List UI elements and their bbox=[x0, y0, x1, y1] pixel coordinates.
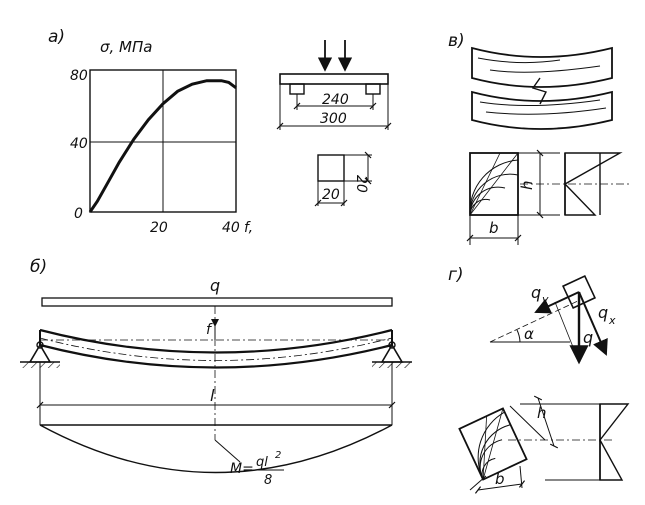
section-width-b: b bbox=[489, 219, 499, 237]
crack bbox=[531, 77, 547, 105]
rotated-section-height-h: h bbox=[537, 404, 547, 422]
specimen-setup: 240 300 20 20 bbox=[276, 40, 392, 207]
section-height-20: 20 bbox=[353, 175, 369, 193]
section-height-h: h bbox=[518, 180, 536, 190]
force-q-label: q bbox=[583, 328, 593, 347]
y-tick-0: 0 bbox=[74, 206, 83, 222]
stress-curve bbox=[88, 79, 237, 213]
panel-v-label: в) bbox=[448, 31, 465, 51]
moment-formula: M= ql 2 8 bbox=[230, 450, 284, 488]
panel-a-label: а) bbox=[48, 27, 65, 47]
fractured-beam-top bbox=[471, 46, 613, 88]
stress-g-bottom bbox=[599, 439, 624, 481]
section-width-20: 20 bbox=[322, 187, 340, 203]
y-tick-40: 40 bbox=[70, 136, 88, 152]
y-tick-80: 80 bbox=[70, 68, 88, 84]
span-label-l: l bbox=[210, 386, 215, 405]
distributed-load bbox=[41, 297, 393, 307]
force-qy-arrow bbox=[534, 291, 580, 314]
rotated-wood-section bbox=[458, 407, 528, 481]
moment-formula-denominator: 8 bbox=[264, 473, 272, 488]
force-qy-sub: y bbox=[541, 293, 549, 306]
panel-g-label: г) bbox=[448, 265, 464, 285]
moment-diagram bbox=[39, 424, 393, 474]
x-tick-40: 40 bbox=[222, 220, 240, 236]
moment-formula-numerator: ql bbox=[256, 455, 268, 470]
dim-240: 240 bbox=[322, 92, 349, 108]
angle-alpha: α bbox=[524, 325, 534, 343]
load-label-q: q bbox=[210, 276, 220, 295]
support-left bbox=[289, 83, 305, 95]
rotated-section-width-b: b bbox=[495, 470, 505, 488]
force-qx-sub: x bbox=[608, 314, 616, 327]
x-axis-label: f, bbox=[244, 220, 253, 236]
force-qx-label: q bbox=[598, 303, 608, 322]
support-right bbox=[365, 83, 381, 95]
dim-300: 300 bbox=[320, 111, 347, 127]
beam-bottom-edge bbox=[39, 343, 393, 369]
specimen-section bbox=[317, 154, 345, 182]
panel-v: в) b h bbox=[448, 31, 632, 245]
panel-a: а) σ, МПа 80 40 0 20 40 f, 240 bbox=[48, 27, 392, 236]
stress-diagram-top bbox=[564, 152, 623, 186]
specimen-beam bbox=[279, 73, 389, 85]
panel-b: б) q f l M= ql 2 bbox=[20, 257, 412, 488]
x-tick-20: 20 bbox=[150, 220, 168, 236]
force-qy-label: q bbox=[531, 283, 541, 302]
panel-g: г) α q q y q x h b bbox=[448, 265, 630, 494]
y-axis-label: σ, МПа bbox=[100, 38, 152, 56]
stress-diagram-bottom bbox=[564, 182, 597, 216]
deflection-label-f: f bbox=[206, 322, 213, 338]
moment-formula-lhs: M= bbox=[230, 461, 254, 477]
moment-formula-exponent: 2 bbox=[275, 450, 281, 461]
fractured-beam-bottom bbox=[471, 90, 613, 130]
stress-deflection-chart: σ, МПа 80 40 0 20 40 f, bbox=[70, 38, 253, 236]
stress-g-top bbox=[599, 403, 630, 443]
force-qx-arrow bbox=[578, 291, 608, 356]
panel-b-label: б) bbox=[30, 257, 47, 277]
